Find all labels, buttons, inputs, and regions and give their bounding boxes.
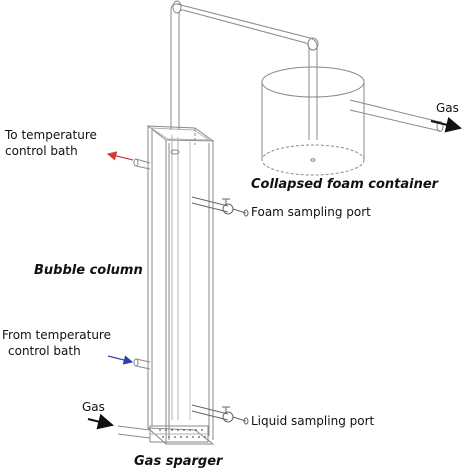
bubble-column <box>117 125 215 445</box>
to-bath-label-1: To temperature <box>5 128 97 142</box>
liquid-sampling-valve <box>191 404 249 425</box>
sparger-holes <box>159 429 206 438</box>
inlet-arrow <box>107 355 134 365</box>
foam-container <box>261 66 444 176</box>
gas-outlet-label: Gas <box>436 101 459 115</box>
collapsed-foam-label: Collapsed foam container <box>251 177 439 192</box>
gas-outlet-arrow <box>430 116 462 133</box>
gas-inlet-arrow <box>87 413 114 430</box>
to-bath-label-2: control bath <box>5 144 78 158</box>
foam-port-label: Foam sampling port <box>251 205 371 219</box>
outlet-arrow <box>106 151 134 161</box>
liquid-port-label: Liquid sampling port <box>251 414 375 428</box>
connecting-pipe <box>170 0 319 140</box>
foam-sampling-valve <box>191 196 249 217</box>
jacket-stubs <box>133 158 151 370</box>
from-bath-label-1: From temperature <box>2 328 111 342</box>
gas-sparger-label: Gas sparger <box>134 454 223 469</box>
bubble-column-label: Bubble column <box>34 263 143 278</box>
from-bath-label-2: control bath <box>8 344 81 358</box>
gas-inlet-label: Gas <box>82 400 105 414</box>
